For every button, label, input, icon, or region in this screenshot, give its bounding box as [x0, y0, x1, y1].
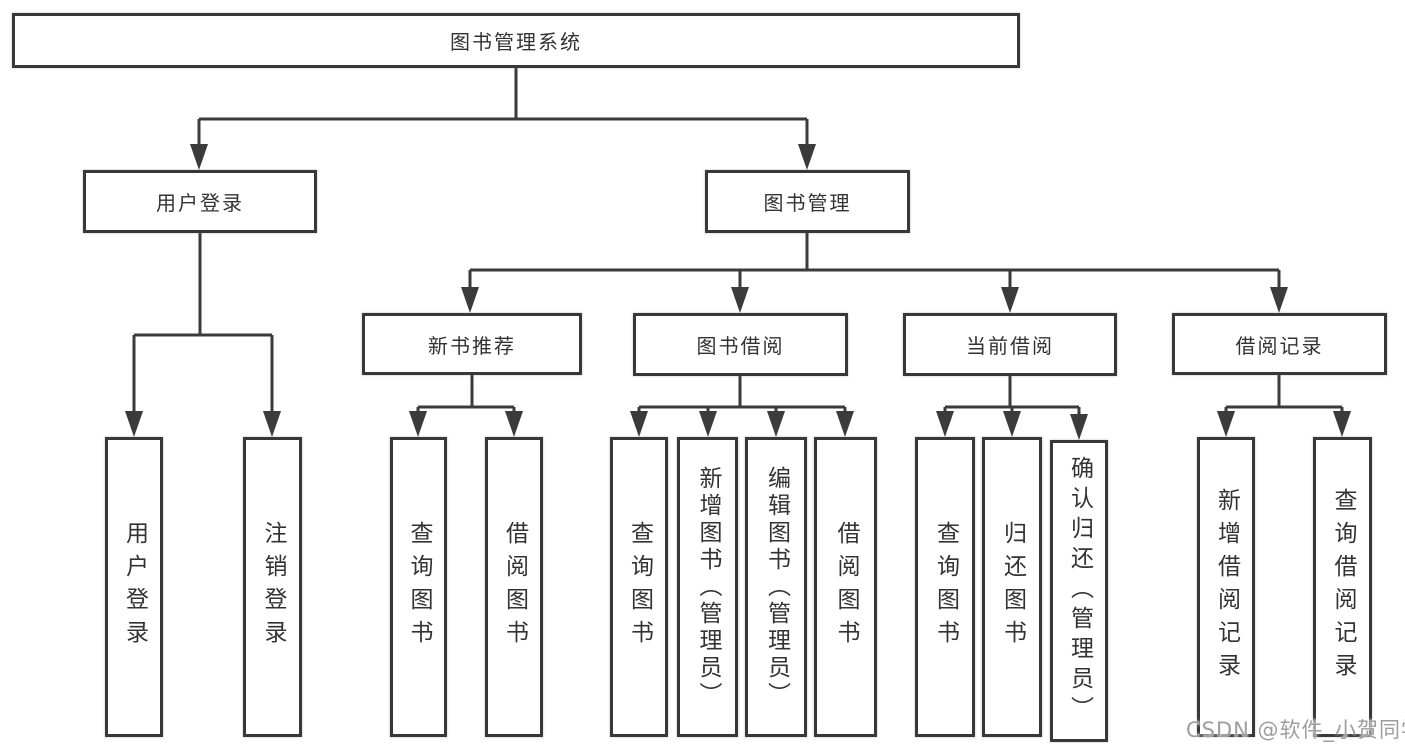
csdn-watermark: CSDN @软件_小贺同学 — [1186, 718, 1405, 742]
node-label: 查询图书 — [406, 521, 432, 653]
node-current-borrowing: 当前借阅 — [903, 313, 1117, 376]
node-label: 确认归还（管理员） — [1066, 456, 1093, 726]
node-query-borrow-record: 查询借阅记录 — [1313, 437, 1372, 737]
node-borrow-books-leaf: 借阅图书 — [814, 437, 877, 737]
node-user-login-leaf: 用户登录 — [105, 437, 163, 737]
node-add-borrow-record: 新增借阅记录 — [1197, 437, 1255, 737]
node-borrowing-records: 借阅记录 — [1172, 313, 1387, 375]
arrowheads — [125, 144, 1351, 440]
node-label: 注销登录 — [260, 521, 286, 653]
node-add-books-admin: 新增图书（管理员） — [677, 437, 738, 737]
node-logout-leaf: 注销登录 — [243, 437, 302, 737]
node-library-management-system: 图书管理系统 — [12, 13, 1020, 68]
node-borrow-books-recommend: 借阅图书 — [485, 437, 543, 737]
node-label: 借阅图书 — [501, 521, 528, 653]
node-label: 新增借阅记录 — [1213, 488, 1240, 686]
node-return-books: 归还图书 — [982, 437, 1042, 737]
node-user-login-branch: 用户登录 — [83, 170, 317, 233]
node-new-book-recommendation: 新书推荐 — [362, 313, 582, 375]
node-label: 查询图书 — [626, 521, 653, 653]
node-label: 查询图书 — [932, 521, 959, 653]
node-label: 用户登录 — [121, 521, 148, 653]
connector-paths — [132, 68, 1344, 416]
node-label: 查询借阅记录 — [1330, 488, 1356, 686]
node-book-borrowing: 图书借阅 — [633, 313, 848, 376]
node-label: 归还图书 — [999, 521, 1026, 653]
node-label: 新增图书（管理员） — [695, 465, 721, 709]
node-confirm-return-admin: 确认归还（管理员） — [1050, 440, 1108, 742]
node-query-books-borrow: 查询图书 — [610, 437, 668, 737]
node-label: 编辑图书（管理员） — [763, 465, 790, 709]
node-query-books-current: 查询图书 — [915, 437, 975, 737]
node-edit-books-admin: 编辑图书（管理员） — [745, 437, 807, 737]
node-book-management-branch: 图书管理 — [705, 170, 910, 233]
node-query-books-recommend: 查询图书 — [390, 437, 447, 737]
node-label: 借阅图书 — [833, 521, 859, 653]
